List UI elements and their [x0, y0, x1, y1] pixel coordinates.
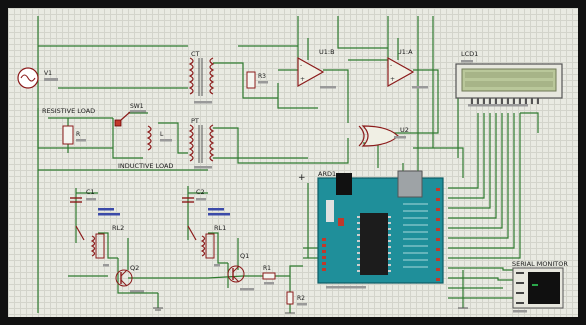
svg-text:-: - [300, 62, 302, 69]
q2-label: Q2 [130, 264, 139, 272]
rl1-relay-symbol: RL1 [187, 224, 226, 259]
pt-transformer-symbol: PT [188, 117, 215, 169]
c1-capacitor-symbol: C1 [70, 188, 96, 203]
q1-transistor-symbol: Q1 [214, 252, 254, 291]
schematic-sheet: V1 RESISTIVE LOAD INDUCTIVE LOAD SW1 R [8, 8, 578, 317]
arduino-board: ARD1 + [298, 170, 444, 289]
rl2-label: RL2 [112, 224, 124, 232]
r1-resistor-symbol: R1 [262, 265, 276, 285]
opamp-a-symbol: U1:A - + [387, 38, 428, 89]
r1-label: R1 [263, 265, 271, 272]
svg-text:+: + [300, 76, 305, 83]
serial-monitor: SERIAL MONITOR [512, 260, 568, 313]
opamp-a-label: U1:A [397, 48, 413, 56]
wires [34, 16, 539, 313]
schematic-canvas: V1 RESISTIVE LOAD INDUCTIVE LOAD SW1 R [17, 16, 568, 314]
source-label: V1 [44, 70, 52, 77]
svg-text:+: + [390, 76, 395, 83]
xor-label: U2 [400, 126, 409, 134]
ct-label: CT [191, 50, 200, 58]
r2-label: R2 [297, 295, 305, 302]
r3-resistor-symbol: R3 [246, 71, 268, 89]
switch-symbol: SW1 [114, 103, 146, 127]
r3-label: R3 [258, 73, 266, 80]
svg-text:-: - [390, 62, 392, 69]
xor-gate-symbol: U2 [358, 125, 409, 147]
inductive-load-label: INDUCTIVE LOAD [118, 162, 173, 170]
q1-label: Q1 [240, 252, 249, 260]
lcd-label: LCD1 [461, 50, 478, 58]
rl2-relay-symbol: RL2 [75, 224, 124, 259]
load-inductor-label: L [160, 131, 164, 138]
switch-label: SW1 [130, 103, 144, 110]
c1-label: C1 [86, 188, 95, 196]
arduino-label: ARD1 [318, 170, 336, 178]
load-resistor-label: R [76, 131, 80, 138]
serial-monitor-label: SERIAL MONITOR [512, 260, 568, 268]
q2-transistor-symbol: Q2 [103, 264, 144, 293]
resistive-load-label: RESISTIVE LOAD [42, 107, 95, 115]
lcd-display: LCD1 [455, 50, 563, 107]
c2-capacitor-symbol: C2 [182, 188, 206, 203]
load-resistor-symbol: R [62, 125, 86, 145]
ct-transformer-symbol: CT [188, 50, 215, 104]
opamp-b-label: U1:B [319, 48, 335, 56]
rl1-label: RL1 [214, 224, 226, 232]
opamp-b-symbol: U1:B - + [297, 38, 336, 89]
c2-label: C2 [196, 188, 205, 196]
ac-source-symbol: V1 [17, 67, 58, 89]
pt-label: PT [191, 117, 199, 125]
r2-resistor-symbol: R2 [286, 291, 307, 306]
load-inductor-symbol: L [146, 125, 172, 151]
svg-text:+: + [298, 173, 306, 183]
